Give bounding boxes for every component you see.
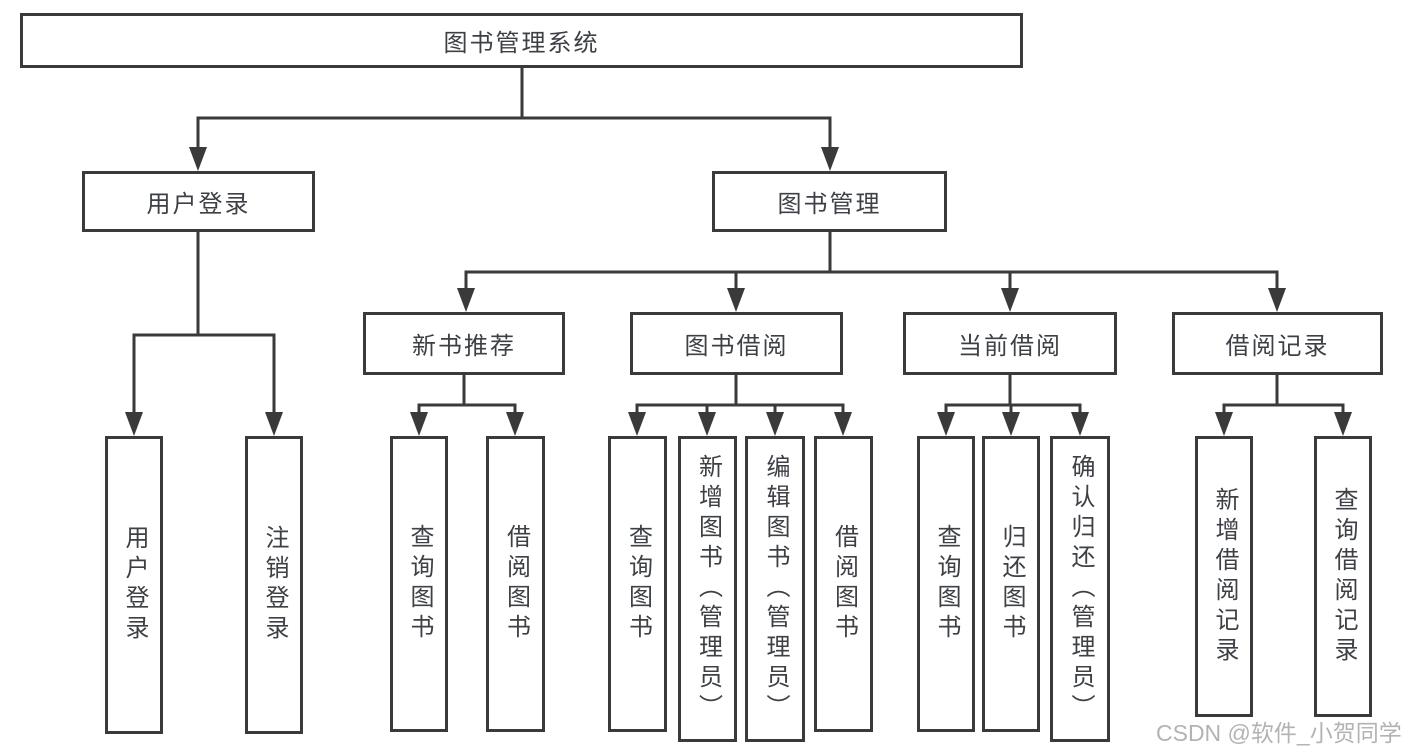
arrow-down-icon bbox=[766, 412, 784, 436]
connector-borrow-records-to-leaves bbox=[1222, 375, 1345, 430]
node-new-book-recommend: 新书推荐 bbox=[363, 312, 565, 375]
arrow-down-icon bbox=[1071, 412, 1089, 436]
arrow-down-icon bbox=[937, 412, 955, 436]
leaf-label: 注销登录 bbox=[261, 525, 288, 645]
arrow-down-icon bbox=[1001, 288, 1019, 312]
leaf-label: 新增借阅记录 bbox=[1211, 486, 1238, 667]
arrow-down-icon bbox=[1334, 412, 1352, 436]
node-root-library-system: 图书管理系统 bbox=[20, 13, 1023, 68]
leaf-label: 新增图书（管理员） bbox=[694, 454, 722, 724]
leaf-label: 查询借阅记录 bbox=[1330, 486, 1357, 667]
leaf-query-books: 查询图书 bbox=[608, 436, 667, 732]
arrow-down-icon bbox=[821, 147, 839, 171]
leaf-label: 确认归还（管理员） bbox=[1067, 454, 1094, 724]
leaf-query-borrow-record: 查询借阅记录 bbox=[1314, 436, 1372, 717]
leaf-edit-books-admin: 编辑图书（管理员） bbox=[745, 436, 805, 742]
node-book-borrow: 图书借阅 bbox=[630, 312, 843, 375]
node-borrow-records-label: 借阅记录 bbox=[1225, 333, 1330, 360]
arrow-down-icon bbox=[506, 412, 524, 436]
arrow-down-icon bbox=[727, 288, 745, 312]
leaf-confirm-return-admin: 确认归还（管理员） bbox=[1050, 436, 1110, 742]
arrow-down-icon bbox=[125, 412, 143, 436]
arrow-down-icon bbox=[698, 412, 716, 436]
node-user-login: 用户登录 bbox=[82, 171, 315, 232]
arrow-down-icon bbox=[1002, 412, 1020, 436]
leaf-label: 借阅图书 bbox=[502, 524, 530, 644]
leaf-query-books: 查询图书 bbox=[390, 436, 448, 732]
arrowheads bbox=[125, 147, 1352, 436]
node-current-borrow-label: 当前借阅 bbox=[958, 333, 1062, 360]
leaf-label: 查询图书 bbox=[624, 524, 652, 644]
arrow-down-icon bbox=[457, 288, 475, 312]
leaf-query-books: 查询图书 bbox=[917, 436, 975, 732]
arrow-down-icon bbox=[628, 412, 646, 436]
node-user-login-label: 用户登录 bbox=[146, 191, 251, 218]
leaf-label: 归还图书 bbox=[998, 524, 1025, 644]
connector-root-to-level2 bbox=[196, 68, 832, 166]
leaf-add-borrow-record: 新增借阅记录 bbox=[1195, 436, 1253, 717]
node-book-management: 图书管理 bbox=[712, 171, 947, 232]
leaf-label: 查询图书 bbox=[406, 524, 433, 644]
leaf-label: 查询图书 bbox=[933, 524, 960, 644]
leaf-borrow-books: 借阅图书 bbox=[486, 436, 545, 732]
node-current-borrow: 当前借阅 bbox=[903, 312, 1117, 375]
node-new-book-label: 新书推荐 bbox=[412, 333, 516, 360]
connector-new-book-to-leaves bbox=[417, 375, 517, 430]
connector-book-management-to-level3 bbox=[464, 232, 1279, 306]
leaf-add-books-admin: 新增图书（管理员） bbox=[678, 436, 737, 742]
arrow-down-icon bbox=[1268, 288, 1286, 312]
leaf-label: 用户登录 bbox=[121, 525, 148, 645]
arrow-down-icon bbox=[410, 412, 428, 436]
node-book-management-label: 图书管理 bbox=[777, 191, 882, 218]
leaf-borrow-books: 借阅图书 bbox=[814, 436, 873, 732]
leaf-return-books: 归还图书 bbox=[982, 436, 1040, 732]
csdn-watermark: CSDN @软件_小贺同学 bbox=[1156, 720, 1402, 746]
connector-user-login-to-leaves bbox=[132, 232, 276, 430]
node-root-label: 图书管理系统 bbox=[443, 30, 600, 57]
leaf-user-login: 用户登录 bbox=[105, 436, 163, 734]
node-borrow-records: 借阅记录 bbox=[1172, 312, 1383, 375]
leaf-label: 借阅图书 bbox=[830, 524, 858, 644]
leaf-label: 编辑图书（管理员） bbox=[762, 454, 789, 724]
arrow-down-icon bbox=[265, 412, 283, 436]
leaf-logout: 注销登录 bbox=[245, 436, 303, 734]
connector-book-borrow-to-leaves bbox=[635, 375, 845, 430]
arrow-down-icon bbox=[1215, 412, 1233, 436]
arrow-down-icon bbox=[834, 412, 852, 436]
arrow-down-icon bbox=[189, 147, 207, 171]
node-book-borrow-label: 图书借阅 bbox=[684, 333, 789, 360]
